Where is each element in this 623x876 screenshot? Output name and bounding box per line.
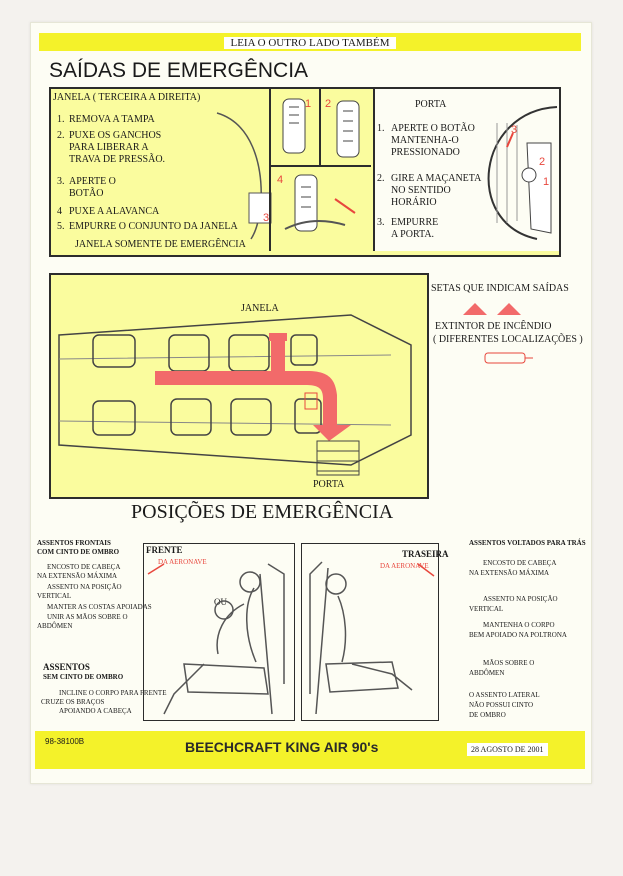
window-diagram: 3: [216, 112, 272, 240]
front-sub-label: DA AERONAVE: [158, 558, 207, 566]
extinguisher-mark: [304, 392, 318, 410]
window-picture-2: 2: [325, 98, 360, 158]
footer-bar: 98-38100B BEECHCRAFT KING AIR 90's 28 AG…: [35, 731, 585, 769]
window-heading: JANELA ( TERCEIRA A DIREITA): [53, 92, 201, 103]
rear-sub-label: DA AERONAVE: [380, 562, 429, 570]
rear-label: TRASEIRA: [402, 549, 449, 559]
door-steps-drawing: [316, 440, 360, 476]
cabin-panel: JANELA PORTA: [49, 273, 429, 499]
rear-seat-drawing: [309, 561, 435, 715]
footer-aircraft: BEECHCRAFT KING AIR 90's: [185, 739, 379, 755]
extinguisher-icon: [484, 352, 533, 364]
door-section: PORTA 1.APERTE O BOTÃO MANTENHA-O PRESSI…: [373, 89, 559, 251]
front-seat-panel: FRENTE DA AERONAVE OU: [143, 543, 295, 721]
window-note: JANELA SOMENTE DE EMERGÊNCIA: [75, 239, 246, 250]
front-group-heading: ASSENTOS FRONTAIS: [37, 539, 111, 547]
legend-exit-arrows: SETAS QUE INDICAM SAÍDAS: [431, 283, 569, 294]
exit-arrows-path: [155, 333, 351, 441]
legend-arrows-icon: [463, 303, 521, 315]
front-group-subheading: COM CINTO DE OMBRO: [37, 548, 120, 556]
cabin-door-label: PORTA: [313, 479, 345, 490]
door-diagram-number-2: 2: [539, 156, 545, 168]
cabin-diagram: [58, 314, 412, 476]
front-label: FRENTE: [146, 545, 183, 555]
nobelt-group-heading: ASSENTOS: [43, 662, 90, 672]
fuselage-outline: [58, 314, 412, 466]
door-diagram-number-1: 1: [543, 176, 549, 188]
front-seat-drawing: [147, 563, 285, 715]
cabin-window-label: JANELA: [241, 303, 279, 314]
legend-extinguisher-1: EXTINTOR DE INCÊNDIO: [435, 321, 552, 332]
footer-code: 98-38100B: [45, 737, 85, 746]
positions-title: POSIÇÕES DE EMERGÊNCIA: [131, 501, 394, 523]
header-bar: LEIA O OUTRO LADO TAMBÉM: [39, 33, 581, 51]
window-diagram-number-3: 3: [263, 212, 269, 224]
nobelt-group-subheading: SEM CINTO DE OMBRO: [43, 673, 124, 681]
door-heading: PORTA: [415, 99, 447, 110]
window-picture-4: 4: [277, 174, 356, 232]
read-other-side-text: LEIA O OUTRO LADO TAMBÉM: [224, 37, 396, 49]
window-pictures: 1 2 4: [269, 89, 373, 251]
window-picture-number-2: 2: [325, 98, 331, 110]
door-diagram: 3 2 1: [487, 106, 558, 240]
window-picture-number-4: 4: [277, 174, 283, 186]
footer-date: 28 AGOSTO DE 2001: [467, 743, 548, 756]
exits-title: SAÍDAS DE EMERGÊNCIA: [49, 59, 309, 82]
window-picture-1: 1: [282, 98, 311, 154]
safety-card: LEIA O OUTRO LADO TAMBÉM SAÍDAS DE EMERG…: [30, 22, 592, 784]
legend-extinguisher-2: ( DIFERENTES LOCALIZAÇÕES ): [433, 334, 583, 345]
rear-seat-panel: TRASEIRA DA AERONAVE: [301, 543, 449, 721]
door-diagram-number-3: 3: [511, 124, 517, 136]
exits-panel: JANELA ( TERCEIRA A DIREITA) 1.REMOVA A …: [49, 87, 561, 257]
seats: [92, 334, 322, 436]
window-picture-number-1: 1: [305, 98, 311, 110]
rear-group-heading: ASSENTOS VOLTADOS PARA TRÁS: [469, 539, 586, 547]
